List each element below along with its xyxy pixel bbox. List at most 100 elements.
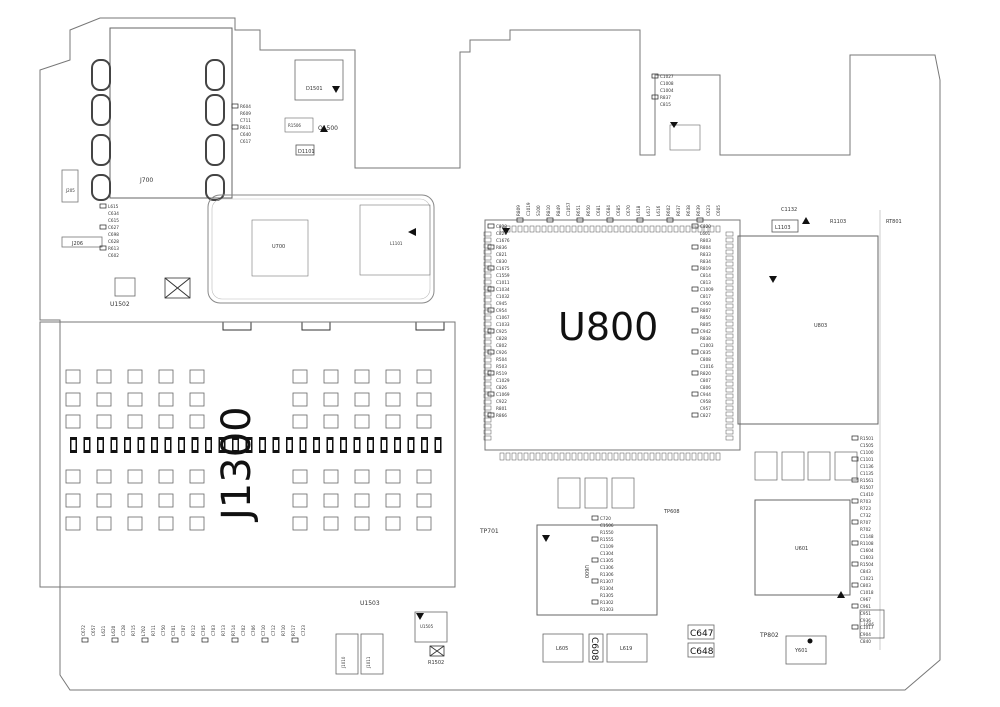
passive-label: C1559 bbox=[496, 273, 510, 278]
passive-label: C829 bbox=[496, 231, 507, 236]
passive-pad bbox=[691, 412, 699, 418]
l619-body bbox=[606, 633, 648, 663]
u800-pad bbox=[601, 225, 607, 233]
u803-label: U803 bbox=[814, 323, 827, 329]
u1505-label: U1505 bbox=[420, 624, 434, 629]
u800-outline bbox=[484, 219, 741, 451]
x-mark bbox=[164, 277, 191, 299]
j1300-signal-pad-inner bbox=[112, 440, 116, 450]
u600-body bbox=[536, 524, 658, 616]
passive-pad bbox=[691, 307, 699, 313]
j1300-contact bbox=[96, 469, 112, 484]
passive-label: C702 bbox=[241, 625, 246, 636]
passive-pad bbox=[691, 265, 699, 271]
passive-label: C950 bbox=[700, 301, 711, 306]
passive-label: R801 bbox=[496, 406, 507, 411]
u800-pad bbox=[725, 369, 734, 375]
u800-pad bbox=[725, 249, 734, 255]
passive-label: C1021 bbox=[860, 576, 874, 581]
passive-label: R850 bbox=[700, 315, 711, 320]
u800-pad bbox=[535, 452, 541, 461]
u800-pad bbox=[725, 309, 734, 315]
passive-label: C723 bbox=[301, 625, 306, 636]
u800-pad bbox=[483, 411, 492, 417]
u800-pad bbox=[725, 417, 734, 423]
u800-pad bbox=[483, 357, 492, 363]
u800-pad bbox=[725, 381, 734, 387]
u800-pad bbox=[571, 452, 577, 461]
passive-label: R1302 bbox=[600, 600, 614, 605]
j1300-contact bbox=[65, 414, 81, 429]
u800-label: U800 bbox=[558, 305, 658, 349]
passive-label: R639 bbox=[696, 205, 701, 216]
passive-label: C1676 bbox=[496, 238, 510, 243]
j1300-signal-pad-inner bbox=[301, 440, 305, 450]
passive-label: R1307 bbox=[600, 579, 614, 584]
passive-label: R834 bbox=[700, 259, 711, 264]
u800-pad bbox=[583, 452, 589, 461]
passive-label: C967 bbox=[860, 597, 871, 602]
u800-pad bbox=[725, 243, 734, 249]
u800-pad bbox=[565, 452, 571, 461]
passive-label: C840 bbox=[860, 639, 871, 644]
u800-pad bbox=[655, 452, 661, 461]
u800-pad bbox=[607, 452, 613, 461]
passive-label: C710 bbox=[261, 625, 266, 636]
j1300-contact bbox=[96, 516, 112, 531]
passive-label: C1003 bbox=[700, 343, 714, 348]
passive-label: R519 bbox=[496, 371, 507, 376]
passive-label: C1305 bbox=[600, 558, 614, 563]
passive-pad bbox=[111, 637, 119, 643]
passive-label: C681 bbox=[596, 205, 601, 216]
passive-label: C958 bbox=[700, 399, 711, 404]
u800-pad bbox=[637, 452, 643, 461]
u800-pad bbox=[725, 315, 734, 321]
x-mark-box bbox=[164, 277, 191, 299]
j1300-signal-pad-inner bbox=[166, 440, 170, 450]
pin1-marker bbox=[408, 228, 416, 236]
u1505-body bbox=[414, 611, 448, 643]
u800-pad bbox=[483, 369, 492, 375]
c608-body bbox=[588, 633, 604, 663]
u800-pad bbox=[483, 381, 492, 387]
passive-label: C835 bbox=[700, 350, 711, 355]
j1300-signal-pad-inner bbox=[314, 440, 319, 450]
passive-label: C807 bbox=[700, 378, 711, 383]
j1300-signal-pad-inner bbox=[355, 440, 359, 450]
j1300-contact bbox=[158, 516, 174, 531]
j1300-signal-pad-inner bbox=[368, 440, 373, 450]
j205-body bbox=[61, 169, 79, 203]
j1300-contact bbox=[65, 369, 81, 384]
passive-pad bbox=[261, 637, 269, 643]
j1300-contact bbox=[127, 414, 143, 429]
u800-pad bbox=[725, 345, 734, 351]
j1300-contact bbox=[323, 392, 339, 407]
passive-pad bbox=[231, 124, 239, 130]
inductor-body bbox=[781, 451, 805, 481]
passive-label: R809 bbox=[516, 205, 521, 216]
y601-body bbox=[785, 635, 827, 665]
j1010-body bbox=[335, 633, 359, 675]
j1300-signal-pad-inner bbox=[436, 440, 440, 450]
passive-label: C1100 bbox=[860, 450, 874, 455]
j1011-label: J1011 bbox=[366, 656, 371, 669]
passive-pad bbox=[851, 582, 859, 588]
passive-pad bbox=[851, 540, 859, 546]
u800-pad bbox=[483, 261, 492, 267]
j1300-contact bbox=[354, 516, 370, 531]
j1300-contact bbox=[323, 493, 339, 508]
passive-label: C936 bbox=[860, 618, 871, 623]
passive-label: R651 bbox=[576, 205, 581, 216]
passive-pad bbox=[851, 498, 859, 504]
passive-label: R638 bbox=[686, 205, 691, 216]
u800-pad bbox=[643, 225, 649, 233]
passive-pad bbox=[651, 73, 659, 79]
u800-pad bbox=[565, 225, 571, 233]
u800-pad bbox=[709, 225, 715, 233]
passive-label: R1305 bbox=[600, 593, 614, 598]
passive-label: R1555 bbox=[600, 537, 614, 542]
passive-label: C1027 bbox=[660, 74, 674, 79]
q1500-label: Q1500 bbox=[318, 125, 338, 132]
u800-pad bbox=[483, 297, 492, 303]
u800-pad bbox=[725, 399, 734, 405]
